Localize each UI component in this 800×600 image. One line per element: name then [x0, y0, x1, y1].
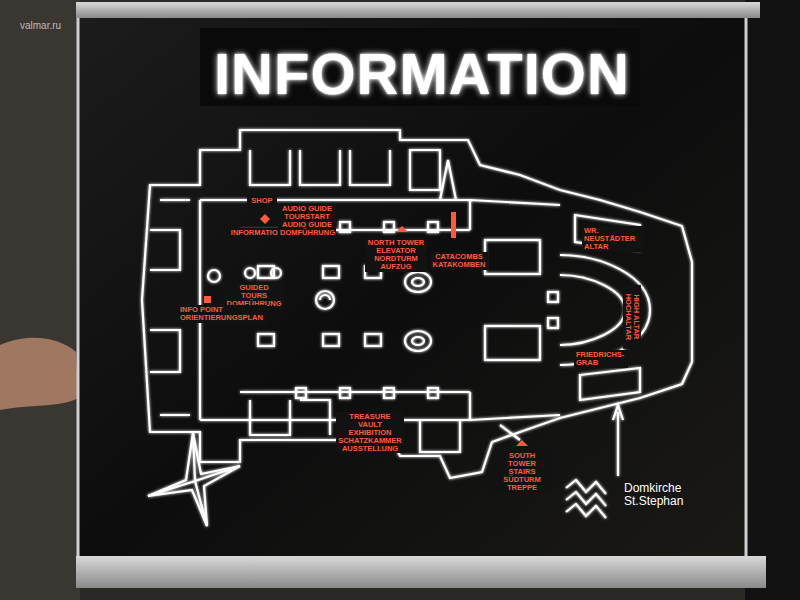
pillars	[258, 222, 558, 398]
room-label: SOUTH TOWER STAIRS SÜDTURM TREPPE	[492, 451, 552, 492]
room-label: SHOP	[247, 196, 277, 206]
markers	[204, 212, 528, 446]
catacomb-marker	[451, 212, 456, 238]
room-label: CATACOMBS KATAKOMBEN	[430, 252, 488, 270]
top-rail	[76, 2, 760, 18]
room-label: INFO POINT ORIENTIERUNGSPLAN	[178, 305, 267, 323]
room-label: FRIEDRICHS- GRAB	[574, 350, 628, 368]
choir-wall	[470, 200, 560, 420]
apse	[560, 255, 650, 365]
cathedral-logo	[566, 405, 623, 518]
compass-star	[148, 433, 240, 526]
room-label: NORTH TOWER ELEVATOR NORDTURM AUFZUG	[365, 238, 427, 272]
wall	[745, 0, 800, 600]
room-label: AUDIO GUIDE TOURSTART AUDIO GUIDE DOMFÜH…	[278, 204, 336, 238]
room-label: WR. NEUSTÄDTER ALTAR	[582, 226, 644, 252]
logo-text: Domkirche St.Stephan	[622, 481, 706, 508]
tower-marker	[396, 226, 408, 232]
room-label: TREASURE VAULT EXHIBITION SCHATZKAMMER A…	[336, 412, 404, 453]
watermark: valmar.ru	[18, 20, 98, 33]
glass-panel	[78, 12, 746, 560]
wall	[0, 0, 80, 600]
floor-plan	[142, 130, 692, 526]
room-label: HIGH ALTAR HOCHALTAR	[623, 285, 641, 349]
hand	[0, 338, 78, 410]
tower-marker	[516, 440, 528, 446]
bottom-rail	[76, 556, 766, 588]
info-marker	[260, 214, 270, 224]
outer-wall	[142, 130, 692, 478]
spire-outline	[440, 160, 456, 200]
title-band	[200, 28, 640, 106]
title: INFORMATION	[214, 40, 630, 107]
north-chapels	[250, 150, 440, 190]
info-marker	[204, 296, 211, 303]
